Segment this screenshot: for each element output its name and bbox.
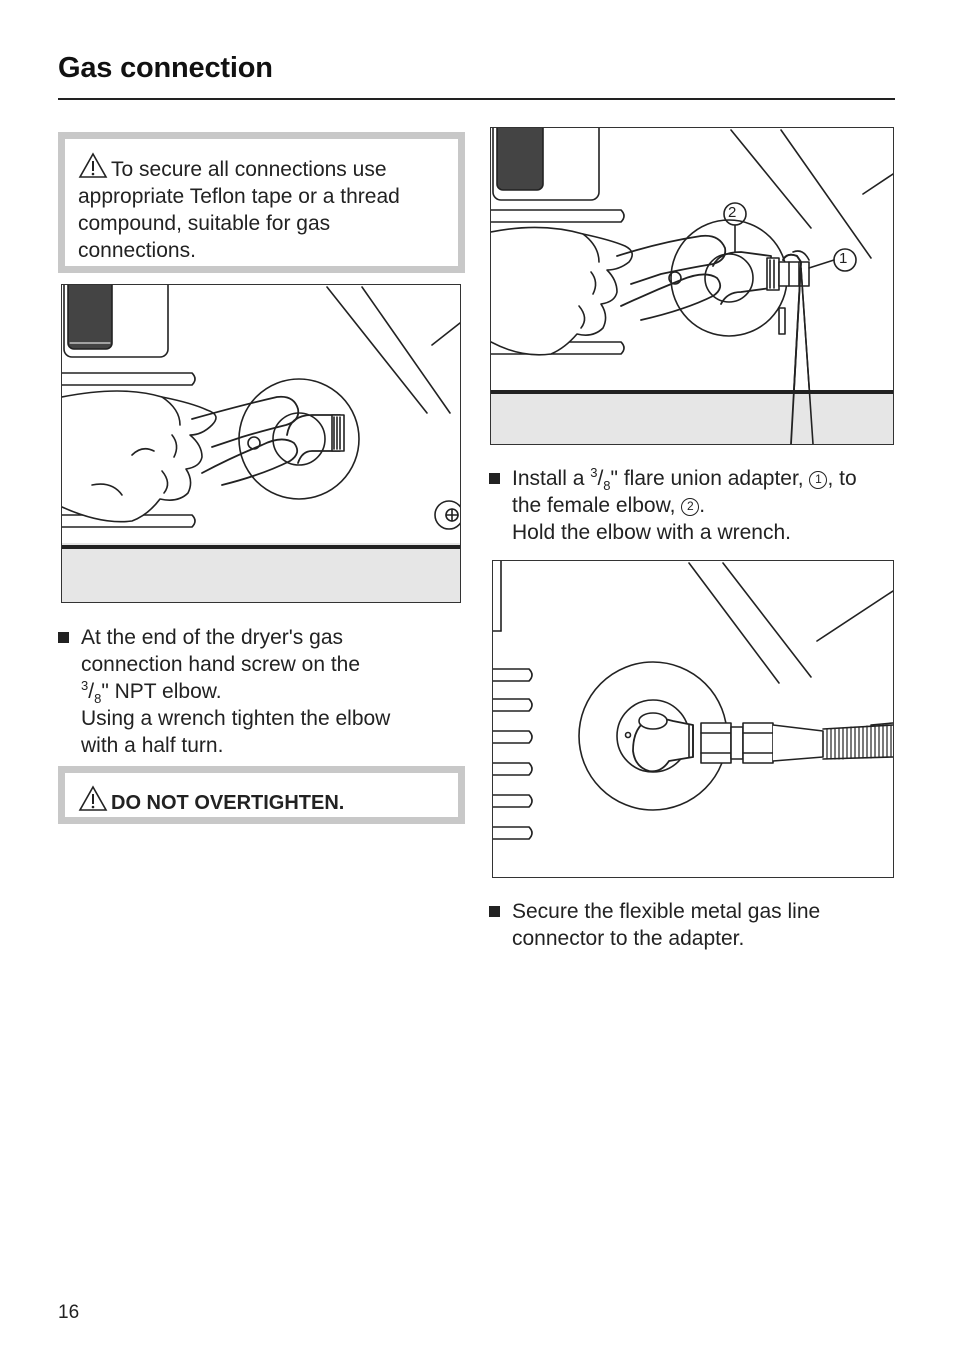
step2-line-3: Hold the elbow with a wrench.	[512, 521, 791, 544]
step1-line-2: connection hand screw on the	[81, 653, 361, 676]
fraction-numerator: 3	[590, 465, 598, 480]
step1-line-1: At the end of the dryer's gas	[81, 626, 343, 649]
step2-line-1-a: Install a	[512, 467, 591, 490]
figure-flare-union-adapter: 2 1	[490, 127, 894, 445]
step2-line-1-b: " flare union adapter,	[610, 467, 810, 490]
fraction-denominator: 8	[94, 691, 102, 707]
warning-teflon-line-3: compound, suitable for gas	[78, 212, 331, 235]
step1-line-3: 3/8" NPT elbow.	[81, 678, 222, 707]
step3-line-1: Secure the flexible metal gas line	[512, 900, 821, 923]
warning-teflon-line-2: appropriate Teflon tape or a thread	[78, 185, 400, 208]
warning-overtighten-text: DO NOT OVERTIGHTEN.	[78, 785, 446, 817]
step2-line-2-a: the female elbow,	[512, 494, 682, 517]
step-secure-gas-line: Secure the flexible metal gas line conne…	[489, 898, 899, 958]
callout-1-label: 1	[839, 250, 848, 267]
warning-teflon-line-4: connections.	[78, 239, 196, 262]
warning-overtighten-label: DO NOT OVERTIGHTEN.	[111, 792, 345, 814]
page-number: 16	[58, 1302, 80, 1323]
callout-1-marker: 1	[809, 471, 828, 489]
page-title: Gas connection	[58, 52, 273, 84]
warning-overtighten-box: DO NOT OVERTIGHTEN.	[58, 766, 465, 824]
warning-teflon-text: To secure all connections use appropriat…	[78, 152, 446, 264]
callout-2-label: 2	[728, 204, 737, 221]
bullet-square-icon	[489, 473, 500, 484]
warning-teflon-line-1: To secure all connections use	[111, 158, 387, 181]
step1-line-4: Using a wrench tighten the elbow	[81, 707, 391, 730]
step2-line-1-c: , to	[827, 467, 857, 490]
bullet-square-icon	[58, 632, 69, 643]
bullet-square-icon	[489, 906, 500, 917]
warning-triangle-icon	[78, 152, 108, 178]
step3-line-2: connector to the adapter.	[512, 927, 745, 950]
figure-flexible-gas-line	[492, 560, 894, 878]
fraction-numerator: 3	[81, 678, 89, 693]
warning-triangle-icon	[78, 785, 108, 811]
step-hand-screw: At the end of the dryer's gas connection…	[58, 624, 468, 764]
callout-2-marker: 2	[681, 498, 700, 516]
fraction-denominator: 8	[603, 478, 611, 494]
title-rule	[58, 98, 895, 100]
step2-line-2: the female elbow, 2.	[512, 492, 857, 519]
step2-line-1: Install a 3/8" flare union adapter, 1, t…	[512, 465, 857, 494]
figure-hand-screw-elbow	[61, 284, 461, 603]
warning-teflon-box: To secure all connections use appropriat…	[58, 132, 465, 273]
step2-line-2-b: .	[699, 494, 706, 517]
step1-line-5: with a half turn.	[81, 734, 224, 757]
step-install-adapter: Install a 3/8" flare union adapter, 1, t…	[489, 465, 899, 555]
step1-line-3-rest: " NPT elbow.	[101, 680, 222, 703]
